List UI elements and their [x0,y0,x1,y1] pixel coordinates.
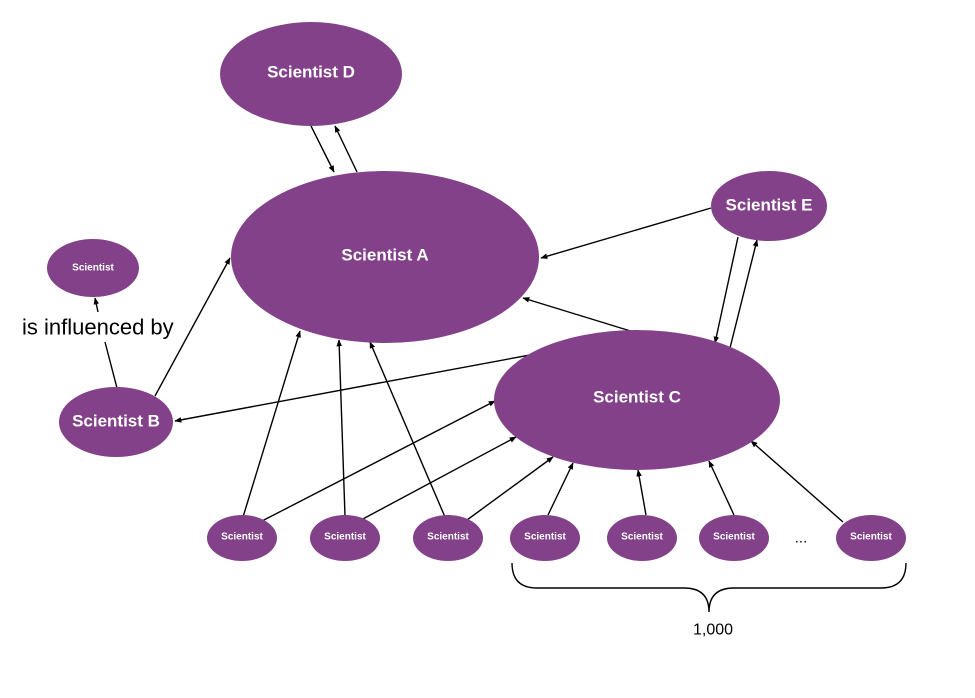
edge-row1-to-a [242,330,301,518]
edge-e-to-a [540,207,712,259]
node-label-scientist-d: Scientist D [267,63,355,82]
node-row-4: Scientist [510,515,580,561]
edge-a-to-d [334,125,358,173]
edge-c-to-e [729,239,759,349]
node-scientist-a: Scientist A [231,171,539,343]
node-scientist-e: Scientist E [711,171,827,241]
edge-row7-to-c [750,440,844,523]
edge-row2-to-c [360,436,517,521]
node-row-label: Scientist [427,532,469,543]
node-label-scientist-a: Scientist A [341,246,428,265]
legend-node-label: Scientist [72,263,114,274]
node-row-label: Scientist [621,532,663,543]
node-row-5: Scientist [607,515,677,561]
node-row-label: Scientist [524,532,566,543]
edges [93,125,844,523]
edge-row2-to-a [336,339,346,517]
edge-d-to-a [310,125,335,173]
count-brace [511,562,907,613]
legend-relation-label: is influenced by [22,315,174,340]
legend-edge-arrow [93,297,100,313]
edge-row3-to-c [466,456,554,521]
node-row-7: Scientist [836,515,906,561]
node-row-1: Scientist [207,515,277,561]
node-row-label: Scientist [850,532,892,543]
node-scientist-c: Scientist C [494,330,780,470]
node-scientist-d: Scientist D [220,22,402,126]
edge-row3-to-a [369,341,446,518]
row-ellipsis: ... [795,530,808,547]
node-scientist-b: Scientist B [59,387,173,457]
edge-c-to-b [174,354,531,423]
edge-row1-to-c [261,400,496,522]
node-row-3: Scientist [413,515,483,561]
node-label-scientist-e: Scientist E [726,196,813,215]
legend-edge-line [104,341,118,389]
edge-row4-to-c [547,462,574,516]
node-row-6: Scientist [699,515,769,561]
brace-count-label: 1,000 [693,622,733,639]
legend-node-scientist: Scientist [47,239,139,297]
edge-e-to-c [713,236,739,344]
node-row-label: Scientist [713,532,755,543]
edge-c-to-a [522,297,638,334]
node-row-2: Scientist [310,515,380,561]
node-row-label: Scientist [324,532,366,543]
node-label-scientist-b: Scientist B [72,412,160,431]
edge-b-to-a [154,257,231,397]
node-row-label: Scientist [221,532,263,543]
edge-row6-to-c [708,460,735,516]
edge-row5-to-c [636,469,647,516]
node-label-scientist-c: Scientist C [593,388,681,407]
